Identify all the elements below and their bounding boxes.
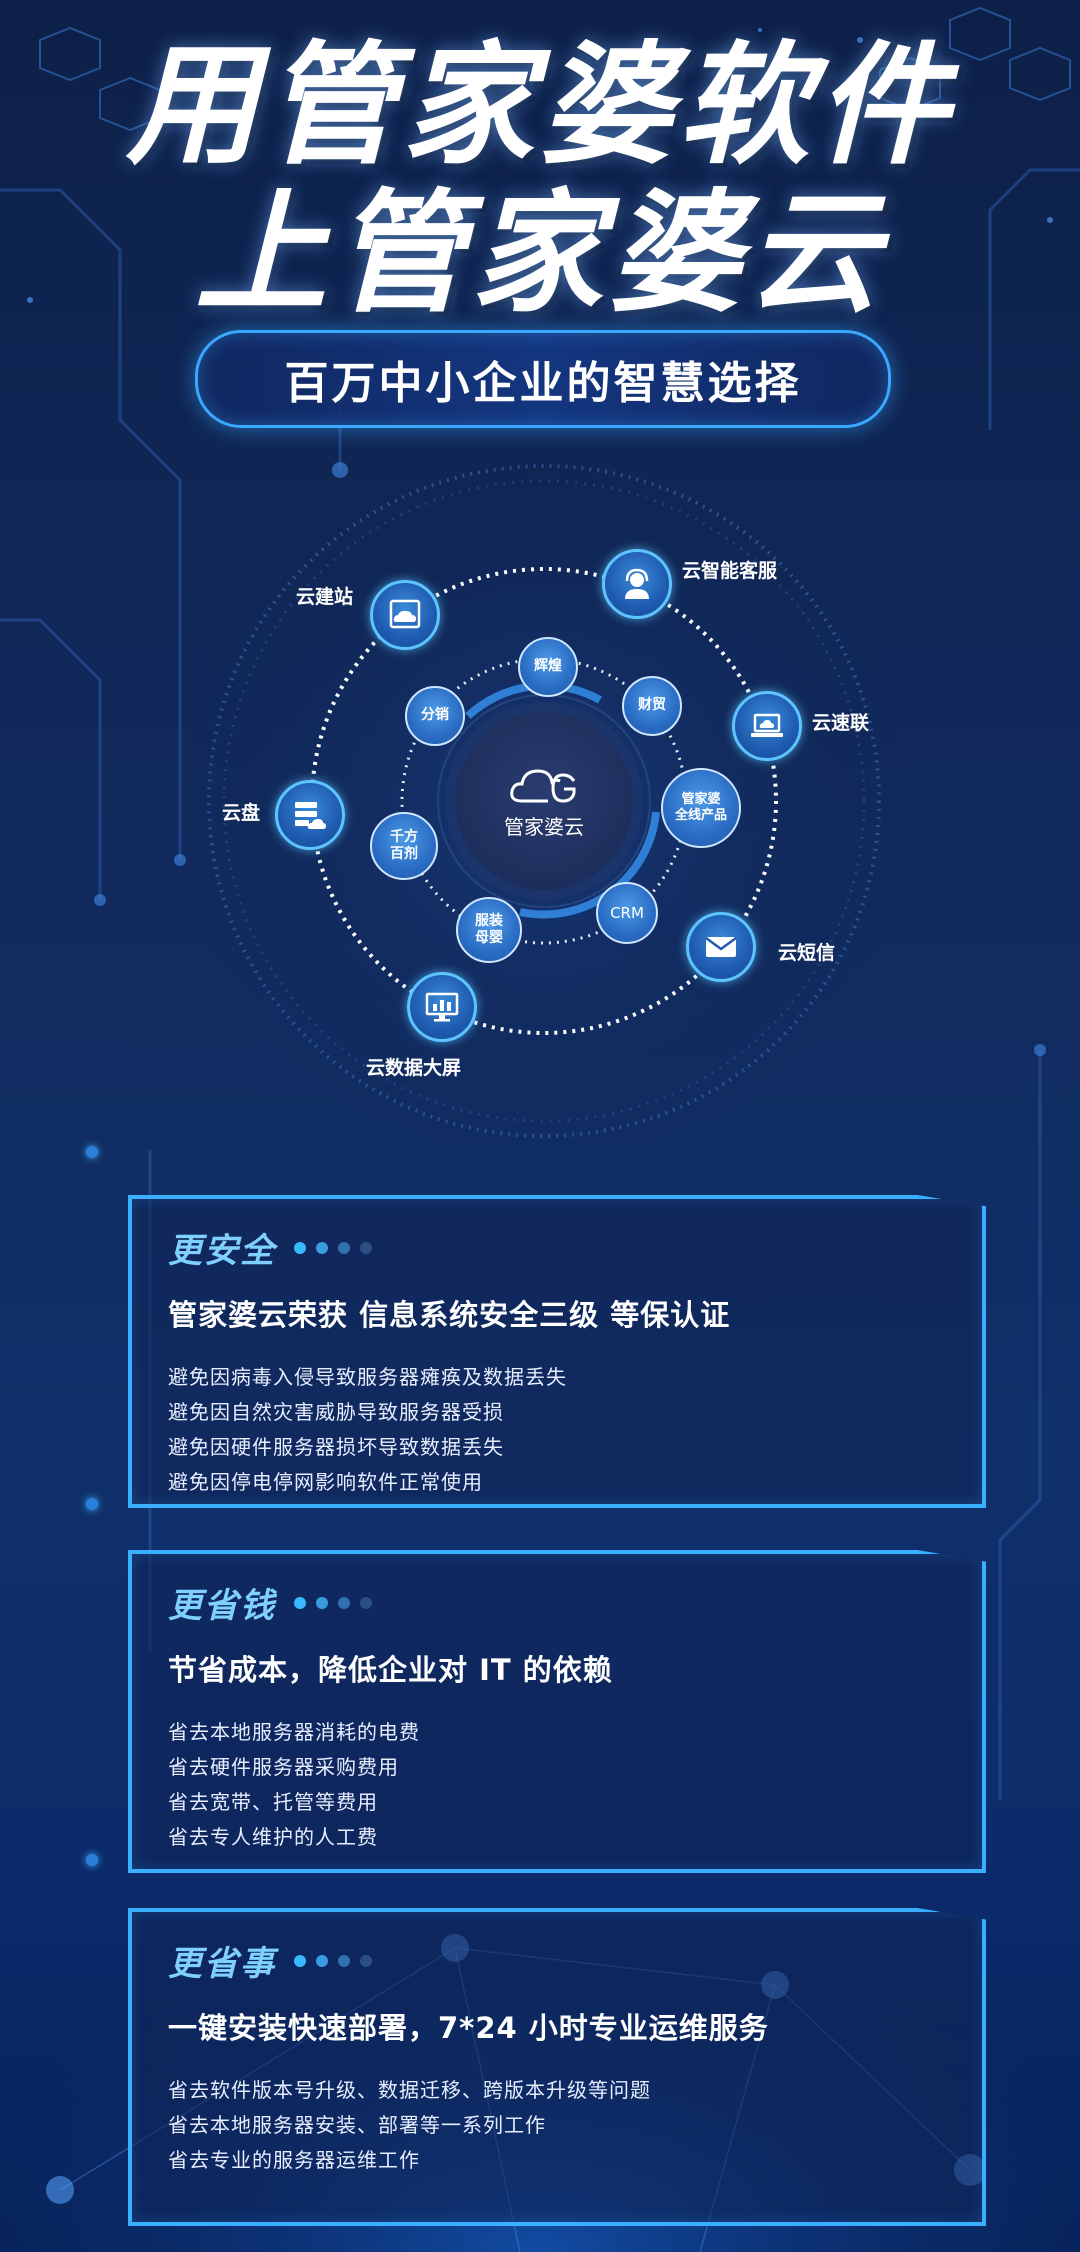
panel-title-text: 更安全 — [168, 1231, 276, 1271]
cloud-sms-node — [686, 912, 756, 982]
cloud-image-icon — [389, 599, 421, 629]
panel-security: 更安全 管家婆云荣获 信息系统安全三级 等保认证 避免因病毒入侵导致服务器瘫痪及… — [128, 1195, 986, 1508]
cloud-sms-label: 云短信 — [778, 942, 836, 964]
panel-bullet: 避免因硬件服务器损坏导致数据丢失 — [168, 1435, 504, 1459]
panel-bullet: 避免因停电停网影响软件正常使用 — [168, 1470, 483, 1494]
panel-headline: 一键安装快速部署，7*24 小时专业运维服务 — [168, 2011, 769, 2045]
cloud-ai-service-node — [602, 549, 672, 619]
panel-bullet: 省去本地服务器消耗的电费 — [168, 1720, 420, 1744]
panel-bullet: 省去专业的服务器运维工作 — [168, 2148, 420, 2172]
subtitle-banner: 百万中小企业的智慧选择 — [195, 330, 891, 428]
inner-node-huihuang: 辉煌 — [518, 637, 578, 697]
panel-headline: 节省成本，降低企业对 IT 的依赖 — [168, 1653, 613, 1687]
cloud-drive-label: 云盘 — [222, 802, 261, 824]
panel-bullet-list: 省去软件版本号升级、数据迁移、跨版本升级等问题 省去本地服务器安装、部署等一系列… — [168, 2073, 952, 2178]
center-disc: 管家婆云 — [455, 712, 633, 890]
panel-bullet: 省去硬件服务器采购费用 — [168, 1755, 399, 1779]
inner-node-caimao: 财贸 — [622, 676, 682, 736]
panel-title: 更省钱 — [168, 1578, 952, 1627]
bar-chart-monitor-icon — [425, 992, 459, 1022]
panel-title: 更省事 — [168, 1936, 952, 1985]
cloud-website-node — [370, 580, 440, 650]
inner-node-crm: CRM — [596, 882, 658, 944]
panel-cost-saving: 更省钱 节省成本，降低企业对 IT 的依赖 省去本地服务器消耗的电费 省去硬件服… — [128, 1550, 986, 1873]
panel-connector-dot — [86, 1854, 98, 1866]
cloud-drive-node — [275, 780, 345, 850]
panel-bullet: 省去宽带、托管等费用 — [168, 1790, 378, 1814]
subtitle-text: 百万中小企业的智慧选择 — [284, 358, 802, 409]
panel-bullet: 省去软件版本号升级、数据迁移、跨版本升级等问题 — [168, 2078, 651, 2102]
panel-title: 更安全 — [168, 1223, 952, 1272]
panel-bullet: 避免因自然灾害威胁导致服务器受损 — [168, 1400, 504, 1424]
cloud-ai-service-label: 云智能客服 — [682, 560, 778, 582]
inner-node-fuzhuang-muying: 服装 母婴 — [456, 897, 522, 963]
progress-dots — [294, 1954, 382, 1967]
cloud-website-label: 云建站 — [296, 586, 354, 608]
panel-bullet: 省去专人维护的人工费 — [168, 1825, 378, 1849]
laptop-cloud-icon — [751, 713, 783, 737]
panel-bullet-list: 避免因病毒入侵导致服务器瘫痪及数据丢失 避免因自然灾害威胁导致服务器受损 避免因… — [168, 1360, 952, 1500]
hero-title-line-1: 用管家婆软件 — [126, 29, 954, 183]
hero-title-line-2: 上管家婆云 — [195, 177, 885, 331]
inner-node-qianfang-baiji: 千方 百剂 — [370, 812, 438, 880]
cloud-dashboard-label: 云数据大屏 — [366, 1057, 462, 1079]
progress-dots — [294, 1596, 382, 1609]
inner-node-fenxiao: 分销 — [405, 686, 465, 746]
panel-title-text: 更省钱 — [168, 1586, 276, 1626]
envelope-icon — [705, 936, 737, 957]
panel-connector-dot — [86, 1498, 98, 1510]
panel-headline: 管家婆云荣获 信息系统安全三级 等保认证 — [168, 1298, 731, 1332]
cloud-connect-node — [732, 691, 802, 761]
panel-connector-dot — [86, 1146, 98, 1158]
panel-convenience: 更省事 一键安装快速部署，7*24 小时专业运维服务 省去软件版本号升级、数据迁… — [128, 1908, 986, 2226]
panel-bullet: 避免因病毒入侵导致服务器瘫痪及数据丢失 — [168, 1365, 567, 1389]
panel-title-text: 更省事 — [168, 1944, 276, 1984]
panel-bullet: 省去本地服务器安装、部署等一系列工作 — [168, 2113, 546, 2137]
panel-bullet-list: 省去本地服务器消耗的电费 省去硬件服务器采购费用 省去宽带、托管等费用 省去专人… — [168, 1715, 952, 1855]
inner-node-full-product-line: 管家婆 全线产品 — [661, 768, 741, 848]
headset-agent-icon — [625, 568, 649, 599]
server-cloud-icon — [295, 802, 326, 829]
center-label: 管家婆云 — [504, 814, 584, 839]
progress-dots — [294, 1241, 382, 1254]
cloud-g-logo-icon — [510, 768, 576, 803]
cloud-dashboard-node — [407, 972, 477, 1042]
cloud-connect-label: 云速联 — [812, 712, 870, 734]
